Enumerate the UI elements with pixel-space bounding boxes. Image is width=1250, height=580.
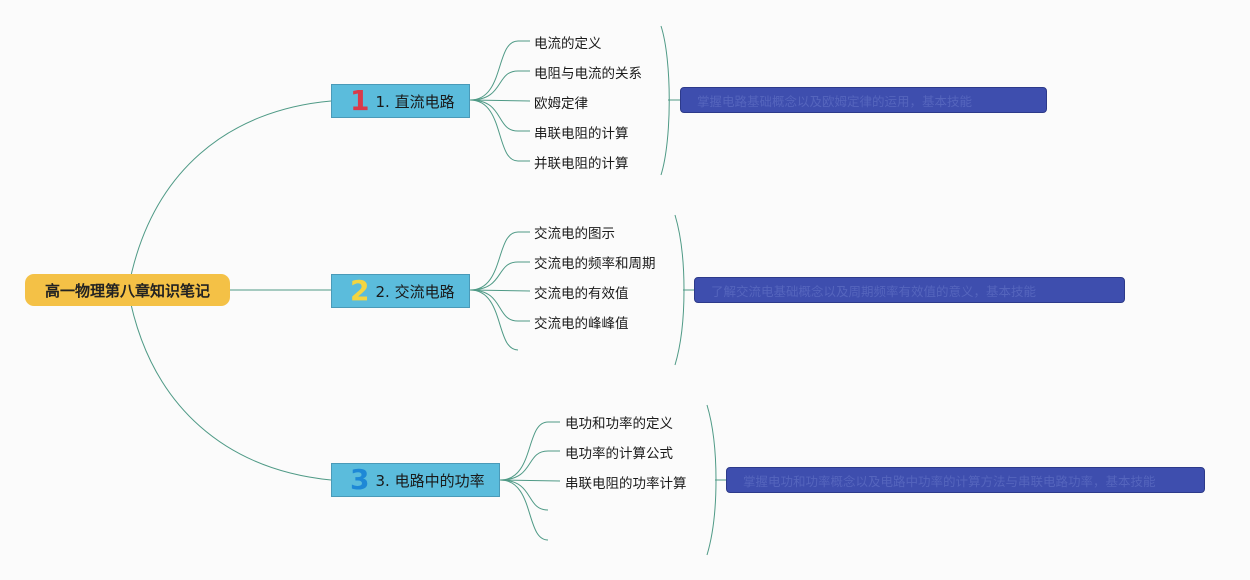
- connector-b3-leaf-1: [499, 421, 560, 481]
- connector-b2-leaf-2: [469, 261, 530, 291]
- leaf-node[interactable]: 欧姆定律: [534, 96, 588, 112]
- connector-b2-leaf-5: [469, 289, 519, 351]
- branch-node-3[interactable]: 3 3. 电路中的功率: [331, 463, 500, 497]
- connector-b2-leaf-3: [469, 289, 531, 292]
- connector-b2-leaf-4: [469, 289, 530, 322]
- connector-b3-leaf-2: [499, 450, 560, 481]
- branch-node-1[interactable]: 1 1. 直流电路: [331, 84, 470, 118]
- branch-label: 3. 电路中的功率: [375, 471, 485, 490]
- connector-b1-leaf-2: [469, 70, 530, 101]
- branch-node-2[interactable]: 2 2. 交流电路: [331, 274, 470, 308]
- connector-b3-leaf-5: [499, 479, 549, 541]
- connector-b3-leaf-4: [499, 479, 549, 511]
- bracket-b2: [674, 214, 685, 366]
- number-1-icon: 1: [350, 84, 370, 117]
- root-label: 高一物理第八章知识笔记: [44, 281, 210, 300]
- connector-b2-leaf-1: [469, 231, 530, 291]
- leaf-node[interactable]: 并联电阻的计算: [534, 156, 629, 172]
- leaf-node[interactable]: 串联电阻的功率计算: [565, 476, 687, 492]
- branch-label: 1. 直流电路: [375, 92, 455, 111]
- connector-b1-leaf-1: [469, 40, 530, 101]
- summary-bar-1[interactable]: 掌握电路基础概念以及欧姆定律的运用，基本技能: [680, 87, 1047, 113]
- leaf-node[interactable]: 电功和功率的定义: [565, 416, 673, 432]
- leaf-node[interactable]: 交流电的峰峰值: [534, 316, 629, 332]
- connector-b1-leaf-4: [469, 99, 530, 132]
- connector-b1-leaf-5: [469, 99, 530, 162]
- leaf-node[interactable]: 交流电的有效值: [534, 286, 629, 302]
- leaf-node[interactable]: 电流的定义: [534, 36, 602, 52]
- leaf-node[interactable]: 电功率的计算公式: [565, 446, 673, 462]
- leaf-node[interactable]: 交流电的频率和周期: [534, 256, 656, 272]
- leaf-node[interactable]: 串联电阻的计算: [534, 126, 629, 142]
- connector-b1-leaf-3: [469, 99, 531, 102]
- connector-b3-leaf-3: [499, 479, 561, 482]
- summary-bar-2[interactable]: 了解交流电基础概念以及周期频率有效值的意义，基本技能: [694, 277, 1125, 303]
- number-3-icon: 3: [350, 463, 370, 496]
- leaf-node[interactable]: 交流电的图示: [534, 226, 615, 242]
- branch-label: 2. 交流电路: [375, 282, 455, 301]
- leaf-node[interactable]: 电阻与电流的关系: [534, 66, 642, 82]
- bracket-b3: [706, 404, 717, 556]
- root-node[interactable]: 高一物理第八章知识笔记: [25, 274, 230, 306]
- connector-root-branch-1: [127, 100, 332, 291]
- number-2-icon: 2: [350, 274, 370, 307]
- summary-bar-3[interactable]: 掌握电功和功率概念以及电路中功率的计算方法与串联电路功率，基本技能: [726, 467, 1205, 493]
- connector-root-branch-3: [127, 289, 332, 481]
